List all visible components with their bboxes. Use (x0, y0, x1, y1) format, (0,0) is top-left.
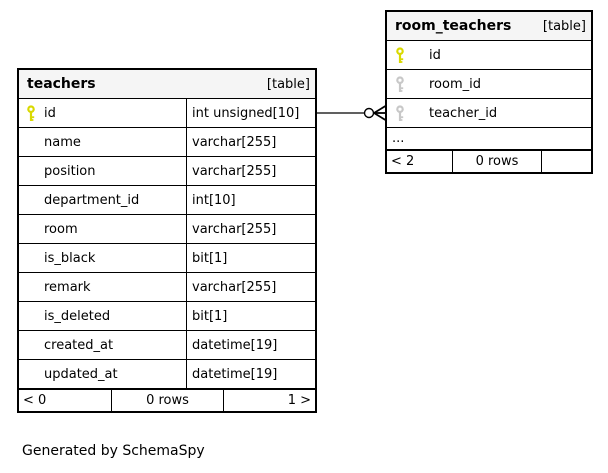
table-header-teachers: teachers [table] (19, 70, 315, 98)
column-name-cell: is_deleted (19, 302, 187, 330)
crow-foot-many-end (373, 105, 386, 121)
table-name: room_teachers (395, 18, 512, 34)
column-row-created_at: created_at datetime[19] (19, 330, 315, 359)
zero-cardinality-circle (363, 107, 375, 119)
table-name: teachers (27, 76, 96, 92)
column-name-cell: remark (19, 273, 187, 301)
column-name: id (429, 47, 441, 63)
column-name: department_id (44, 192, 140, 208)
column-type: varchar[255] (192, 134, 277, 150)
hidden-columns-ellipsis: ... (387, 127, 591, 149)
column-type: varchar[255] (192, 221, 277, 237)
column-name-cell: teacher_id (387, 99, 591, 127)
table-type-badge: [table] (266, 76, 310, 92)
column-row-is_deleted: is_deleted bit[1] (19, 301, 315, 330)
table-box-teachers[interactable]: teachers [table] id int unsigned[10] name v… (17, 68, 317, 413)
foreign-key-icon (395, 75, 429, 93)
generator-caption: Generated by SchemaSpy (22, 443, 205, 459)
footer-parents-count: 1 > (287, 393, 311, 408)
column-name: name (44, 134, 81, 150)
footer-row-count: 0 rows (453, 151, 542, 172)
column-name: remark (44, 279, 91, 295)
primary-key-icon (395, 46, 429, 64)
column-type: bit[1] (192, 250, 228, 266)
column-name-cell: room_id (387, 70, 591, 98)
table-type-badge: [table] (542, 18, 586, 34)
column-name-cell: is_black (19, 244, 187, 272)
column-row-department_id: department_id int[10] (19, 185, 315, 214)
column-name: is_black (44, 250, 96, 266)
column-name-cell: created_at (19, 331, 187, 359)
foreign-key-icon (395, 104, 429, 122)
column-name: created_at (44, 337, 114, 353)
table-footer-room-teachers: < 2 0 rows (387, 149, 591, 172)
column-type: datetime[19] (192, 366, 278, 382)
column-row-id: id int unsigned[10] (19, 98, 315, 127)
column-type: datetime[19] (192, 337, 278, 353)
footer-row-count: 0 rows (112, 390, 224, 411)
column-name-cell: id (387, 41, 591, 69)
column-type: int unsigned[10] (192, 105, 300, 121)
table-box-room-teachers[interactable]: room_teachers [table] id room_id teacher_i… (385, 10, 593, 174)
column-type: bit[1] (192, 308, 228, 324)
column-name-cell: name (19, 128, 187, 156)
column-row-room: room varchar[255] (19, 214, 315, 243)
column-row-remark: remark varchar[255] (19, 272, 315, 301)
column-row-is_black: is_black bit[1] (19, 243, 315, 272)
column-name: room_id (429, 76, 481, 92)
column-name-cell: position (19, 157, 187, 185)
column-row-room_id: room_id (387, 69, 591, 98)
column-name: teacher_id (429, 105, 498, 121)
relationship-connector (317, 105, 386, 121)
table-rows: id room_id teacher_id (387, 40, 591, 127)
column-name: is_deleted (44, 308, 111, 324)
column-row-id: id (387, 40, 591, 69)
column-type: varchar[255] (192, 279, 277, 295)
footer-children-count: < 2 (387, 151, 453, 172)
column-type: int[10] (192, 192, 236, 208)
column-type: varchar[255] (192, 163, 277, 179)
column-row-name: name varchar[255] (19, 127, 315, 156)
column-name: updated_at (44, 366, 118, 382)
column-name-cell: id (19, 99, 187, 127)
column-row-position: position varchar[255] (19, 156, 315, 185)
primary-key-icon (26, 104, 44, 122)
footer-children-count: < 0 (19, 390, 112, 411)
column-row-teacher_id: teacher_id (387, 98, 591, 127)
column-name: id (44, 105, 56, 121)
column-name: position (44, 163, 96, 179)
column-row-updated_at: updated_at datetime[19] (19, 359, 315, 388)
table-header-room-teachers: room_teachers [table] (387, 12, 591, 40)
column-name: room (44, 221, 78, 237)
column-name-cell: room (19, 215, 187, 243)
table-footer-teachers: < 0 0 rows 1 > (19, 388, 315, 411)
footer-parents-count (542, 151, 591, 172)
column-name-cell: updated_at (19, 360, 187, 388)
column-name-cell: department_id (19, 186, 187, 214)
